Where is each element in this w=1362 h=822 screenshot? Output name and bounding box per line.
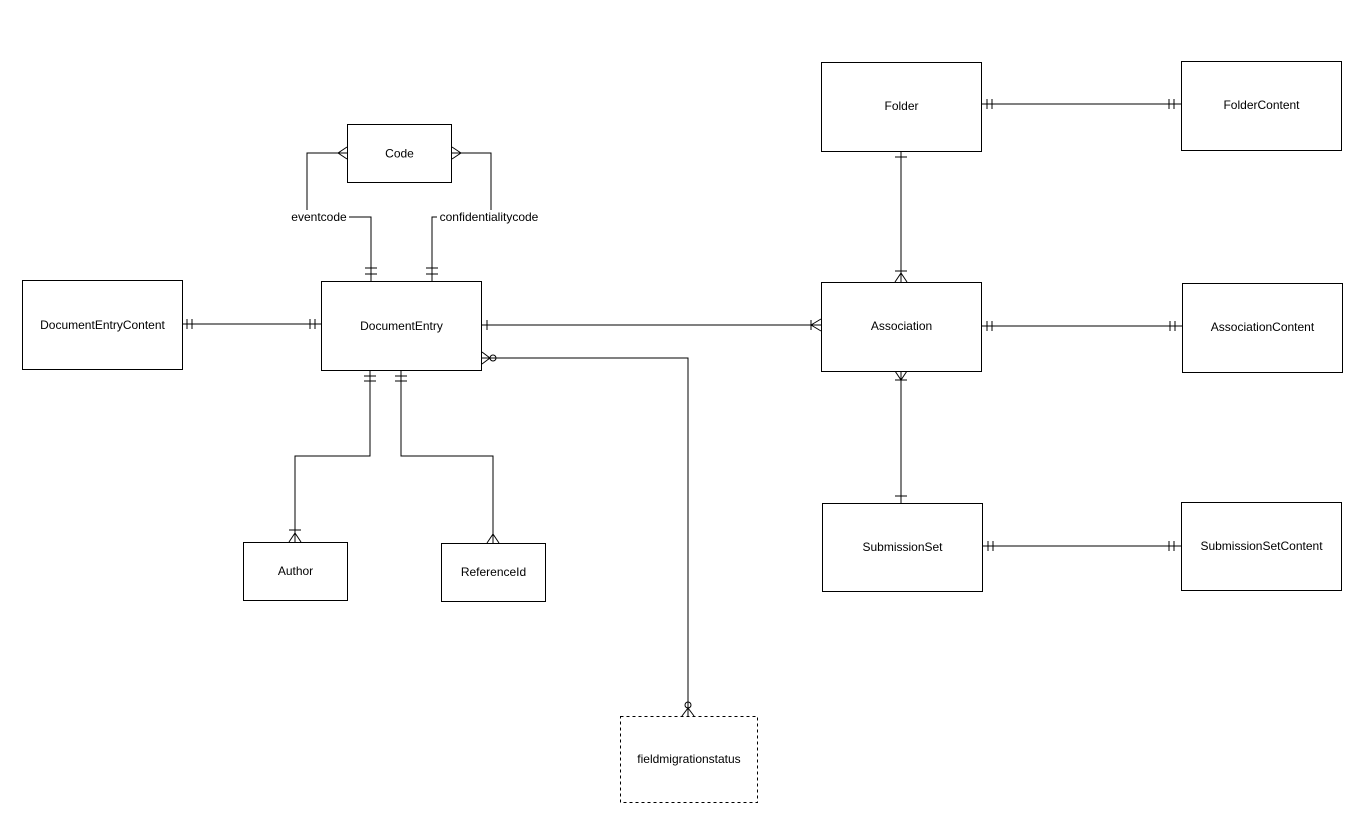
rel-documententry-association[interactable] <box>482 318 822 332</box>
rel-documententrycontent-documententry[interactable] <box>183 319 321 329</box>
entity-submissionset-label: SubmissionSet <box>862 540 943 554</box>
rel-folder-foldercontent[interactable] <box>982 99 1181 109</box>
relationship-labels: eventcode confidentialitycode <box>291 210 538 224</box>
entity-submissionsetcontent[interactable]: SubmissionSetContent <box>1181 502 1342 591</box>
entity-association[interactable]: Association <box>821 282 982 372</box>
relationships <box>183 99 1182 717</box>
rel-documententry-author[interactable] <box>288 371 376 543</box>
entity-submissionset[interactable]: SubmissionSet <box>822 503 983 592</box>
entity-folder[interactable]: Folder <box>821 62 982 152</box>
entity-author-label: Author <box>278 564 313 578</box>
rel-documententry-referenceid[interactable] <box>395 371 500 544</box>
entity-documententrycontent-label: DocumentEntryContent <box>40 318 165 332</box>
entities: Code Folder FolderContent DocumentEntryC… <box>22 61 1343 803</box>
rel-documententry-fieldmigrationstatus[interactable] <box>481 351 695 717</box>
entity-submissionsetcontent-label: SubmissionSetContent <box>1200 539 1323 553</box>
entity-referenceid-label: ReferenceId <box>461 565 526 579</box>
entity-associationcontent-label: AssociationContent <box>1211 320 1315 334</box>
entity-foldercontent[interactable]: FolderContent <box>1181 61 1342 151</box>
rel-association-submissionset[interactable] <box>894 370 908 503</box>
rel-submissionset-submissionsetcontent[interactable] <box>983 541 1181 551</box>
entity-documententrycontent[interactable]: DocumentEntryContent <box>22 280 183 370</box>
rel-code-eventcode[interactable] <box>306 146 377 281</box>
entity-association-label: Association <box>871 319 932 333</box>
entity-author[interactable]: Author <box>243 542 348 601</box>
entity-fieldmigrationstatus[interactable]: fieldmigrationstatus <box>620 716 758 803</box>
entity-foldercontent-label: FolderContent <box>1223 98 1300 112</box>
label-confidentialitycode: confidentialitycode <box>440 210 539 224</box>
entity-documententry-label: DocumentEntry <box>360 319 443 333</box>
entity-associationcontent[interactable]: AssociationContent <box>1182 283 1343 373</box>
entity-fieldmigrationstatus-label: fieldmigrationstatus <box>637 752 740 766</box>
label-eventcode: eventcode <box>291 210 347 224</box>
entity-code[interactable]: Code <box>347 124 452 183</box>
entity-documententry[interactable]: DocumentEntry <box>321 281 482 371</box>
entity-code-label: Code <box>385 147 414 161</box>
rel-code-confidentialitycode[interactable] <box>426 146 492 281</box>
rel-association-associationcontent[interactable] <box>982 321 1182 331</box>
entity-folder-label: Folder <box>884 99 918 113</box>
entity-referenceid[interactable]: ReferenceId <box>441 543 546 602</box>
rel-folder-association[interactable] <box>894 152 908 283</box>
